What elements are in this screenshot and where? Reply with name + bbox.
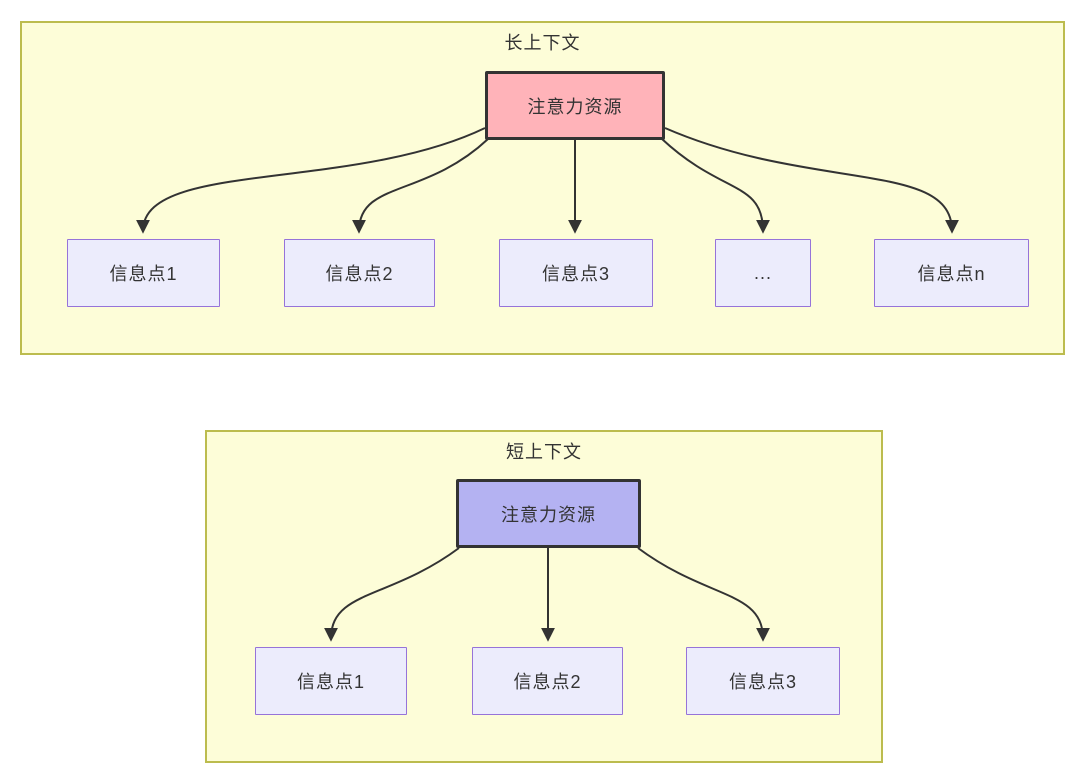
long-info-node-3: 信息点3 (499, 239, 653, 307)
short-context-title: 短上下文 (506, 442, 582, 462)
short-attention-resource-box: 注意力资源 (456, 479, 641, 548)
arrow-attention-to-info2 (352, 138, 489, 234)
long-info-node-ellipsis: ... (715, 239, 811, 307)
short-info-node-1: 信息点1 (255, 647, 407, 715)
arrow-attention-to-info1 (136, 127, 486, 234)
long-info-node-2: 信息点2 (284, 239, 435, 307)
long-attention-resource-box: 注意力资源 (485, 71, 665, 140)
arrow-attention-to-info-dots (661, 138, 770, 234)
long-info-node-n: 信息点n (874, 239, 1029, 307)
arrow-attention-to-info-n (664, 127, 959, 234)
long-context-container: 长上下文 注意力资源 信息点1 信息点2 信息点3 ... 信息点n (20, 21, 1065, 355)
long-info-node-1: 信息点1 (67, 239, 220, 307)
long-context-title: 长上下文 (504, 33, 581, 53)
arrow-attention-to-info3 (637, 547, 770, 642)
arrow-attention-to-info1 (324, 547, 460, 642)
short-info-node-3: 信息点3 (686, 647, 840, 715)
short-info-node-2: 信息点2 (472, 647, 623, 715)
short-context-container: 短上下文 注意力资源 信息点1 信息点2 信息点3 (205, 430, 883, 763)
